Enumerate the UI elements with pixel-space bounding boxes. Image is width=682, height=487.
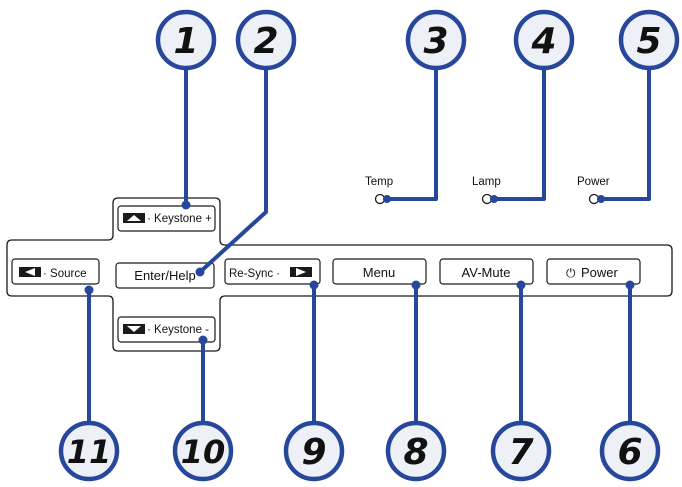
leader-dot-3 [383, 195, 391, 203]
callout-1: 1 [155, 9, 217, 71]
source-button[interactable]: · Source [11, 258, 100, 285]
up-arrow-icon [123, 213, 145, 223]
callout-6: 6 [599, 420, 661, 482]
temp-led: Temp [365, 176, 393, 205]
power-led-label: Power [577, 176, 610, 188]
keystone-plus-label: · Keystone + [147, 213, 212, 225]
callout-4: 4 [513, 9, 575, 71]
av-mute-label: AV-Mute [462, 265, 511, 280]
leader-dot-4 [490, 195, 498, 203]
callout-2: 2 [235, 9, 297, 71]
callout-9-number: 9 [301, 432, 326, 473]
callout-11: 11 [58, 420, 120, 482]
callout-8-number: 8 [403, 432, 428, 473]
av-mute-button[interactable]: AV-Mute [439, 258, 534, 285]
keystone-minus-button[interactable]: · Keystone - [117, 316, 216, 343]
callout-1-number: 1 [173, 21, 198, 62]
panel-outline [6, 197, 673, 352]
temp-led-label: Temp [365, 176, 393, 188]
leader-line-4 [490, 65, 546, 201]
callout-5: 5 [618, 9, 680, 71]
leader-dot-10 [198, 335, 208, 345]
callout-3: 3 [405, 9, 467, 71]
resync-button[interactable]: Re-Sync · [224, 258, 321, 285]
callout-7-number: 7 [508, 432, 533, 473]
callout-5-number: 5 [636, 21, 661, 62]
callout-11-number: 11 [67, 433, 112, 471]
leader-dot-9 [309, 280, 319, 290]
leader-line-5 [597, 65, 651, 201]
keystone-plus-button[interactable]: · Keystone + [117, 205, 216, 232]
callout-2-number: 2 [253, 21, 278, 62]
leader-line-2 [198, 65, 268, 274]
power-label: Power [581, 265, 619, 280]
callout-6-number: 6 [617, 432, 642, 473]
leader-dot-11 [84, 285, 94, 295]
power-button[interactable]: ⏻ Power [546, 258, 641, 285]
enter-help-label: Enter/Help [134, 268, 195, 283]
keystone-minus-label: · Keystone - [147, 324, 209, 336]
leader-dot-5 [597, 195, 605, 203]
leader-dot-8 [411, 280, 421, 290]
lamp-led-label: Lamp [472, 176, 501, 188]
leader-dot-2 [195, 267, 205, 277]
source-label: · Source [43, 268, 86, 280]
leader-dot-6 [625, 280, 635, 290]
resync-label: Re-Sync · [229, 268, 280, 280]
callout-8: 8 [385, 420, 447, 482]
enter-help-button[interactable]: Enter/Help [115, 262, 215, 289]
callout-10-number: 10 [181, 433, 226, 471]
leader-dot-1 [181, 200, 191, 210]
power-symbol-icon: ⏻ [566, 266, 576, 280]
callout-4-number: 4 [530, 21, 556, 62]
right-arrow-icon [290, 267, 312, 277]
callout-7: 7 [490, 420, 552, 482]
leader-dot-7 [516, 280, 526, 290]
callout-3-number: 3 [423, 21, 448, 62]
callout-10: 10 [172, 420, 234, 482]
menu-button[interactable]: Menu [332, 258, 427, 285]
down-arrow-icon [123, 324, 145, 334]
leader-line-3 [383, 65, 438, 201]
left-arrow-icon [19, 267, 41, 277]
menu-label: Menu [363, 265, 396, 280]
callout-9: 9 [283, 420, 345, 482]
